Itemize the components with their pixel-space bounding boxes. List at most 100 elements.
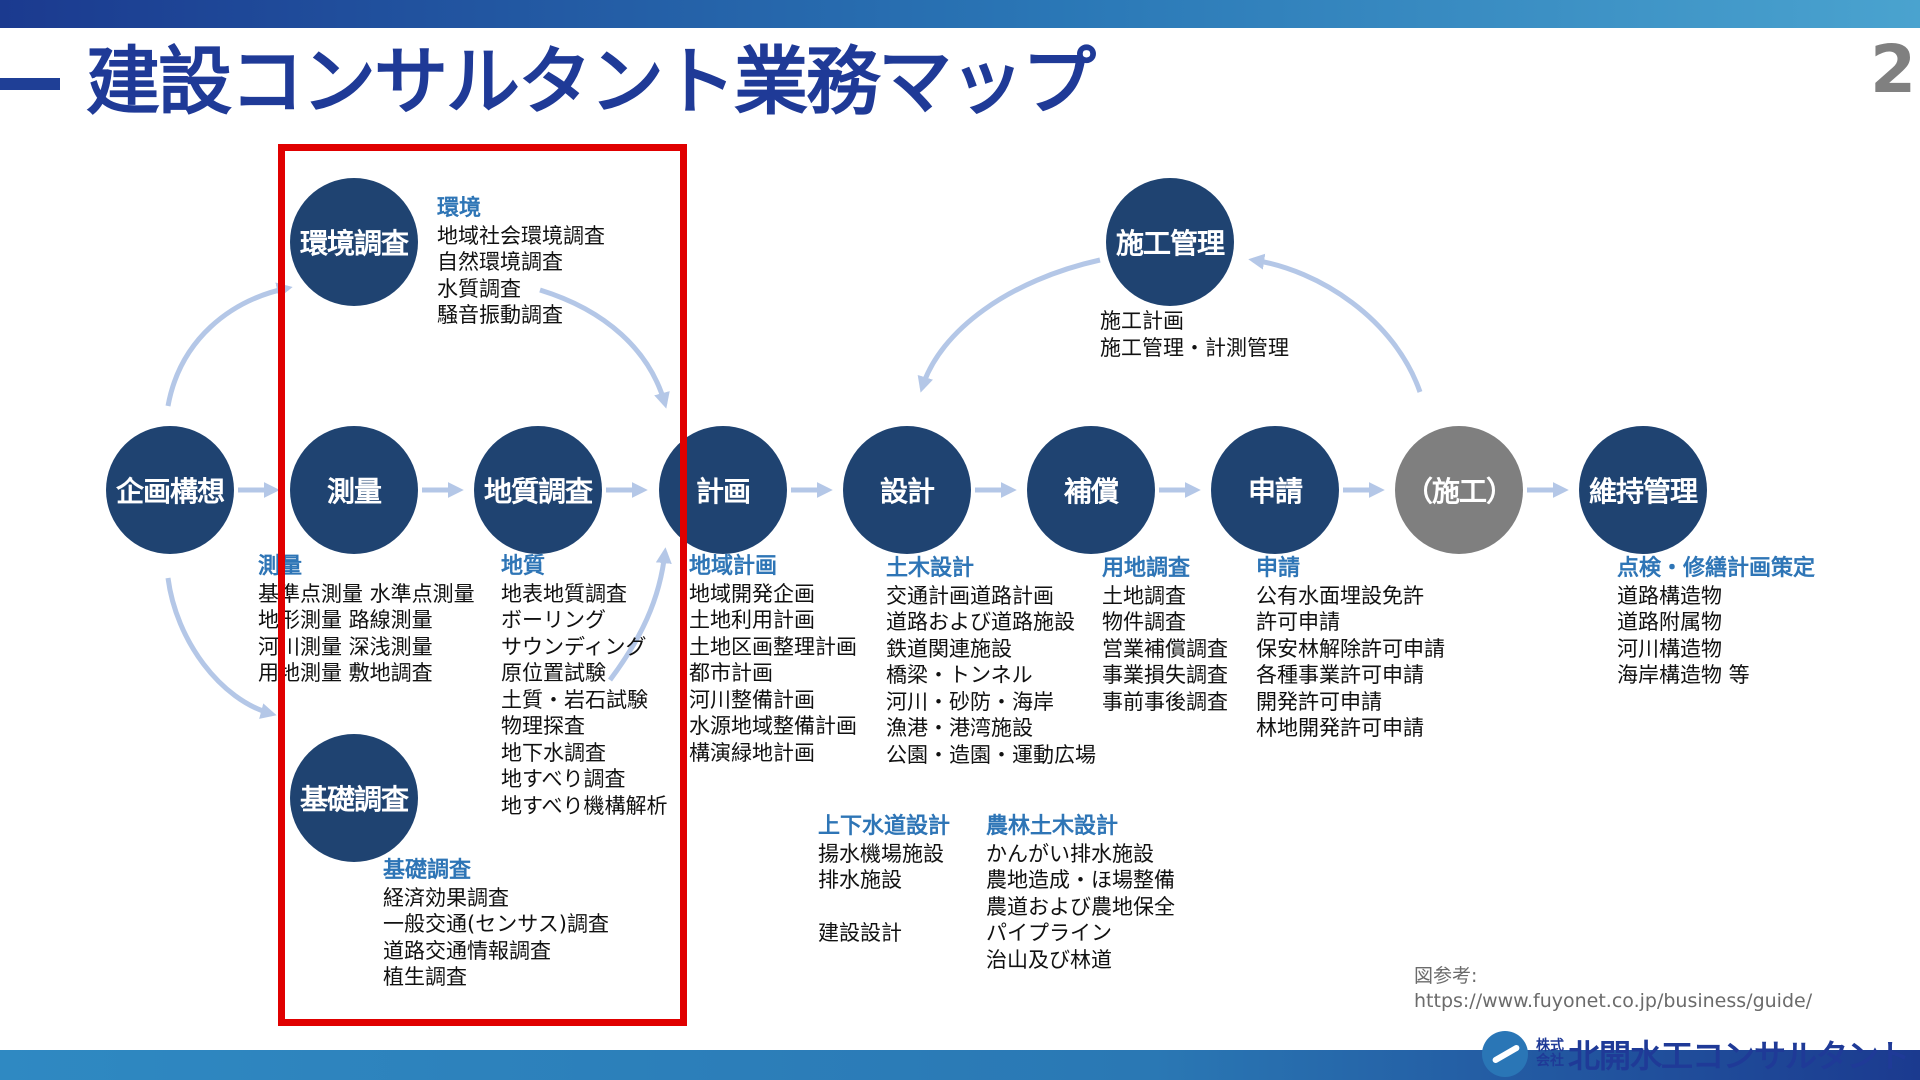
group-doboku-sekkei-title: 土木設計 — [886, 556, 975, 581]
arrow-seko-sekokanri — [1248, 253, 1423, 393]
list-item: 土地調査 — [1102, 583, 1186, 608]
list-item: 許可申請 — [1256, 610, 1340, 634]
list-item: 開発許可申請 — [1256, 689, 1382, 714]
reference-url[interactable]: https://www.fuyonet.co.jp/business/guide… — [1414, 990, 1813, 1012]
list-item: パイプライン — [986, 921, 1112, 945]
list-item: 地域社会環境調査 — [437, 223, 605, 248]
list-item: 海岸構造物 等 — [1617, 663, 1750, 687]
top-banner — [0, 0, 1920, 28]
node-iji-kanri: 維持管理 — [1579, 426, 1707, 554]
list-item: 林地開発許可申請 — [1256, 716, 1424, 740]
list-item: 地下水調査 — [501, 740, 606, 765]
node-sekkei: 設計 — [843, 426, 971, 554]
list-item: 農道および農地保全 — [986, 894, 1175, 919]
list-item: 植生調査 — [383, 965, 467, 989]
company-logo: 株式会社 北開水工コンサルタント — [1482, 1028, 1910, 1080]
group-norin-doboku-sekkei-title: 農林土木設計 — [986, 814, 1119, 839]
list-item: 基準点測量 水準点測量 — [258, 581, 475, 606]
list-item: 地形測量 路線測量 — [258, 608, 433, 632]
company-logo-icon — [1482, 1031, 1528, 1077]
list-item: 営業補償調査 — [1102, 636, 1228, 661]
list-item: 経済効果調査 — [383, 885, 509, 910]
node-seko-kanri: 施工管理 — [1106, 178, 1234, 306]
list-item: 騒音振動調査 — [437, 303, 563, 327]
arrow-sekokanri-sekkei — [917, 257, 1101, 393]
group-kiso-chosa: 基礎調査 経済効果調査 一般交通(センサス)調査 道路交通情報調査 植生調査 — [383, 858, 609, 991]
group-kankyo: 環境 地域社会環境調査 自然環境調査 水質調査 騒音振動調査 — [437, 196, 605, 329]
node-kiso-chosa: 基礎調査 — [290, 734, 418, 862]
list-item: 河川・砂防・海岸 — [886, 689, 1054, 714]
company-logo-prefix: 株式会社 — [1536, 1038, 1564, 1069]
list-item: 鉄道関連施設 — [886, 636, 1012, 661]
list-item: 地すべり調査 — [501, 767, 626, 791]
node-seko: （施工） — [1395, 426, 1523, 554]
list-item: 排水施設 — [818, 868, 902, 892]
list-item: 道路附属物 — [1617, 610, 1722, 634]
list-item: 道路構造物 — [1617, 583, 1722, 608]
list-item: 土地区画整理計画 — [689, 634, 857, 659]
group-chishitsu-title: 地質 — [501, 554, 546, 579]
list-item: 水質調査 — [437, 276, 521, 301]
list-item: 地すべり機構解析 — [501, 793, 668, 818]
group-yochi-chosa: 用地調査 土地調査 物件調査 営業補償調査 事業損失調査 事前事後調査 — [1102, 556, 1228, 715]
node-hosho: 補償 — [1027, 426, 1155, 554]
list-item: 交通計画道路計画 — [886, 583, 1054, 608]
list-item: 河川測量 深浅測量 — [258, 634, 433, 659]
node-kikaku-koso: 企画構想 — [106, 426, 234, 554]
page-number: 2 — [1870, 31, 1916, 108]
group-chiiki-keikaku: 地域計画 地域開発企画 土地利用計画 土地区画整理計画 都市計画 河川整備計画 … — [689, 554, 857, 766]
group-tenken: 点検・修繕計画策定 道路構造物 道路附属物 河川構造物 海岸構造物 等 — [1617, 556, 1815, 689]
group-norin-doboku-sekkei: 農林土木設計 かんがい排水施設 農地造成・ほ場整備 農道および農地保全 パイプラ… — [986, 814, 1175, 973]
list-item: 自然環境調査 — [437, 250, 563, 274]
list-item: 事業損失調査 — [1102, 663, 1228, 687]
company-logo-name: 北開水工コンサルタント — [1568, 1037, 1910, 1075]
group-kiso-chosa-title: 基礎調査 — [383, 858, 472, 883]
list-item: 一般交通(センサス)調査 — [383, 912, 609, 936]
reference-label: 図参考: — [1414, 965, 1478, 987]
group-jogesuido-sekkei: 上下水道設計 揚水機場施設 排水施設 建設設計 — [818, 814, 950, 947]
list-item: 道路および道路施設 — [886, 610, 1075, 634]
page-title: 建設コンサルタント業務マップ — [86, 39, 1096, 125]
list-item: サウンディング — [501, 634, 647, 659]
highlight-box — [278, 144, 687, 1026]
node-chishitsu-chosa: 地質調査 — [474, 426, 602, 554]
bottom-banner — [0, 1050, 1920, 1080]
group-sokuryo: 測量 基準点測量 水準点測量 地形測量 路線測量 河川測量 深浅測量 用地測量 … — [258, 554, 475, 687]
list-item: 農地造成・ほ場整備 — [986, 868, 1175, 892]
node-sokuryo: 測量 — [290, 426, 418, 554]
group-chishitsu: 地質 地表地質調査 ボーリング サウンディング 原位置試験 土質・岩石試験 物理… — [501, 554, 668, 819]
group-shinsei: 申請 公有水面埋設免許 許可申請 保安林解除許可申請 各種事業許可申請 開発許可… — [1256, 556, 1445, 742]
list-item: 揚水機場施設 — [818, 841, 944, 866]
list-item: 公有水面埋設免許 — [1256, 583, 1424, 608]
list-item: 各種事業許可申請 — [1256, 663, 1424, 687]
title-accent-bar — [0, 78, 60, 90]
arrow-kikaku-kiso — [165, 577, 277, 719]
arrow-kankyo-keikaku — [539, 287, 670, 409]
list-item: 治山及び林道 — [986, 947, 1112, 972]
list-item — [818, 894, 950, 921]
list-item: 保安林解除許可申請 — [1256, 636, 1445, 661]
list-item: 道路交通情報調査 — [383, 938, 551, 963]
list-item: 施工管理・計測管理 — [1100, 335, 1289, 360]
list-item: 構演緑地計画 — [689, 740, 815, 765]
group-tenken-title: 点検・修繕計画策定 — [1617, 556, 1816, 581]
list-item: 水源地域整備計画 — [689, 714, 857, 738]
list-item: 公園・造園・運動広場 — [886, 742, 1096, 767]
list-item: かんがい排水施設 — [986, 841, 1154, 866]
group-jogesuido-sekkei-title: 上下水道設計 — [818, 814, 951, 839]
list-item: 橋梁・トンネル — [886, 663, 1033, 687]
list-item: 建設設計 — [818, 921, 902, 945]
list-item: 漁港・港湾施設 — [886, 716, 1033, 740]
list-item: 地域開発企画 — [689, 581, 815, 606]
list-item: ボーリング — [501, 608, 606, 632]
list-item: 都市計画 — [689, 661, 773, 685]
list-item: 原位置試験 — [501, 661, 606, 685]
list-item: 土質・岩石試験 — [501, 687, 648, 712]
node-kankyo-chosa: 環境調査 — [290, 178, 418, 306]
group-yochi-chosa-title: 用地調査 — [1102, 556, 1191, 581]
group-chiiki-keikaku-title: 地域計画 — [689, 554, 778, 579]
arrow-kiso-keikaku — [607, 547, 672, 682]
list-item: 事前事後調査 — [1102, 689, 1228, 714]
list-item: 河川整備計画 — [689, 687, 815, 712]
